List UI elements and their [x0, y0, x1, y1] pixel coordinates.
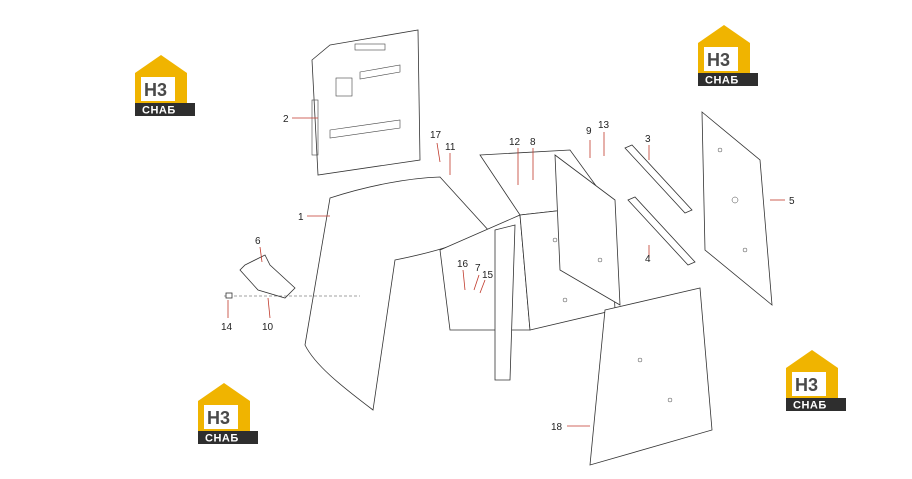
callout-15: 15 [482, 270, 494, 281]
callout-17: 17 [430, 130, 442, 141]
part-5-rear-panel [701, 111, 773, 306]
callout-18: 18 [551, 422, 563, 433]
callout-16: 16 [457, 259, 469, 270]
logo-brand: СНАБ [142, 105, 176, 117]
logo-watermark-top-right: H3 СНАБ [698, 25, 758, 87]
logo-brand: СНАБ [205, 433, 239, 445]
logo-brand: СНАБ [793, 400, 827, 412]
logo-mark: H3 [144, 80, 167, 100]
callout-10: 10 [262, 322, 274, 333]
callout-1: 1 [298, 212, 304, 223]
logo-watermark-bottom-right: H3 СНАБ [786, 350, 846, 412]
part-2-upper-panel [311, 29, 421, 176]
callout-14: 14 [221, 322, 233, 333]
callout-13: 13 [598, 120, 610, 131]
logo-mark: H3 [707, 50, 730, 70]
callout-8: 8 [530, 137, 536, 148]
callout-6: 6 [255, 236, 261, 247]
callout-3: 3 [645, 134, 651, 145]
logo-watermark-top-left: H3 СНАБ [135, 55, 195, 117]
logo-mark: H3 [795, 375, 818, 395]
callout-5: 5 [789, 196, 795, 207]
callout-labels: 1 2 3 4 5 6 7 8 9 10 11 12 13 14 15 16 1… [221, 114, 795, 433]
part-3-strip [624, 144, 693, 214]
callout-2: 2 [283, 114, 289, 125]
logo-watermark-bottom-left: H3 СНАБ [198, 383, 258, 445]
part-1-front-panel [304, 176, 491, 411]
logo-mark: H3 [207, 408, 230, 428]
logo-brand: СНАБ [705, 75, 739, 87]
callout-12: 12 [509, 137, 521, 148]
callout-9: 9 [586, 126, 592, 137]
callout-7: 7 [475, 263, 481, 274]
leader-lines [227, 117, 785, 427]
part-6-bracket [224, 254, 360, 299]
callout-11: 11 [445, 142, 456, 153]
part-4-strip [627, 196, 696, 266]
callout-4: 4 [645, 254, 651, 265]
part-frame-structure [439, 149, 621, 381]
part-18-side-panel [589, 287, 713, 466]
